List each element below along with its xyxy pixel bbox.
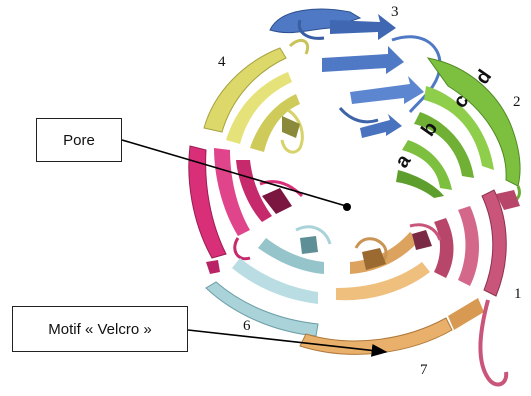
blade-4-number: 4 bbox=[218, 54, 226, 71]
blade-6 bbox=[206, 227, 330, 336]
blade-6-number: 6 bbox=[243, 318, 251, 335]
blade-1-number: 1 bbox=[514, 286, 522, 303]
blade-7 bbox=[300, 232, 484, 354]
blade-1 bbox=[410, 190, 520, 385]
blade-7-number: 7 bbox=[420, 362, 428, 379]
pore-dot bbox=[343, 203, 351, 211]
pore-label: Pore bbox=[36, 118, 122, 162]
blade-2-number: 2 bbox=[513, 94, 521, 111]
blade-2 bbox=[396, 58, 520, 202]
velcro-motif-label: Motif « Velcro » bbox=[12, 306, 188, 352]
blade-3-number: 3 bbox=[391, 4, 399, 21]
